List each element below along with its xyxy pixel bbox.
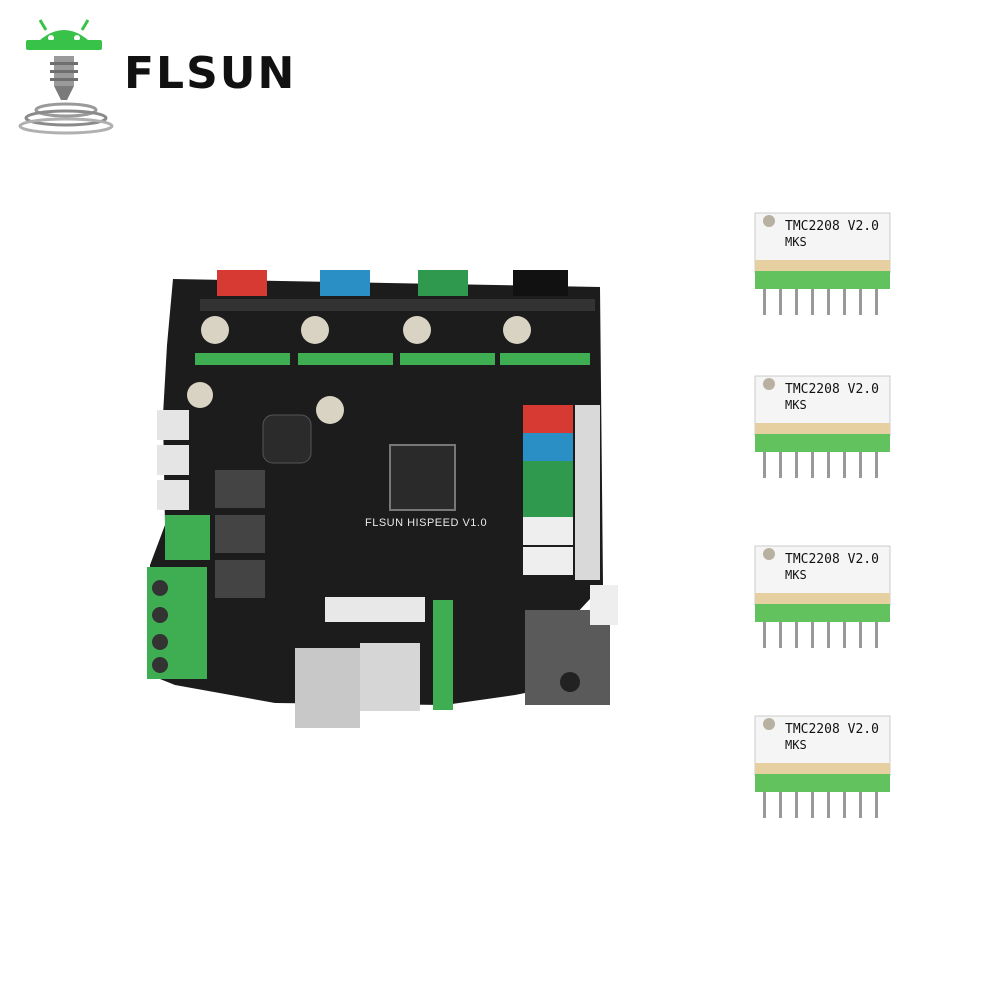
driver-board-image — [754, 545, 891, 648]
flsun-logo — [18, 10, 358, 135]
driver-board-image — [754, 375, 891, 478]
driver-chip-label: TMC2208 V2.0 — [785, 722, 879, 737]
driver-board-image — [754, 715, 891, 818]
mainboard-image — [147, 270, 618, 728]
driver-board-image — [754, 212, 891, 315]
driver-chip-label: TMC2208 V2.0 — [785, 552, 879, 567]
board-silkscreen-label: FLSUN HISPEED V1.0 — [365, 517, 488, 529]
driver-brand-label: MKS — [785, 235, 807, 249]
driver-brand-label: MKS — [785, 738, 807, 752]
stepper-driver-module: TMC2208 V2.0 MKS — [745, 205, 895, 320]
driver-chip-label: TMC2208 V2.0 — [785, 219, 879, 234]
android-printer-nozzle-icon — [18, 19, 114, 135]
driver-brand-label: MKS — [785, 568, 807, 582]
brand-wordmark: FLSUN — [124, 52, 296, 96]
brand-text: FLSUN — [124, 48, 297, 99]
driver-chip-label: TMC2208 V2.0 — [785, 382, 879, 397]
stepper-driver-module: TMC2208 V2.0 MKS — [745, 538, 895, 653]
stepper-driver-module: TMC2208 V2.0 MKS — [745, 708, 895, 823]
driver-brand-label: MKS — [785, 398, 807, 412]
stepper-driver-module: TMC2208 V2.0 MKS — [745, 368, 895, 483]
